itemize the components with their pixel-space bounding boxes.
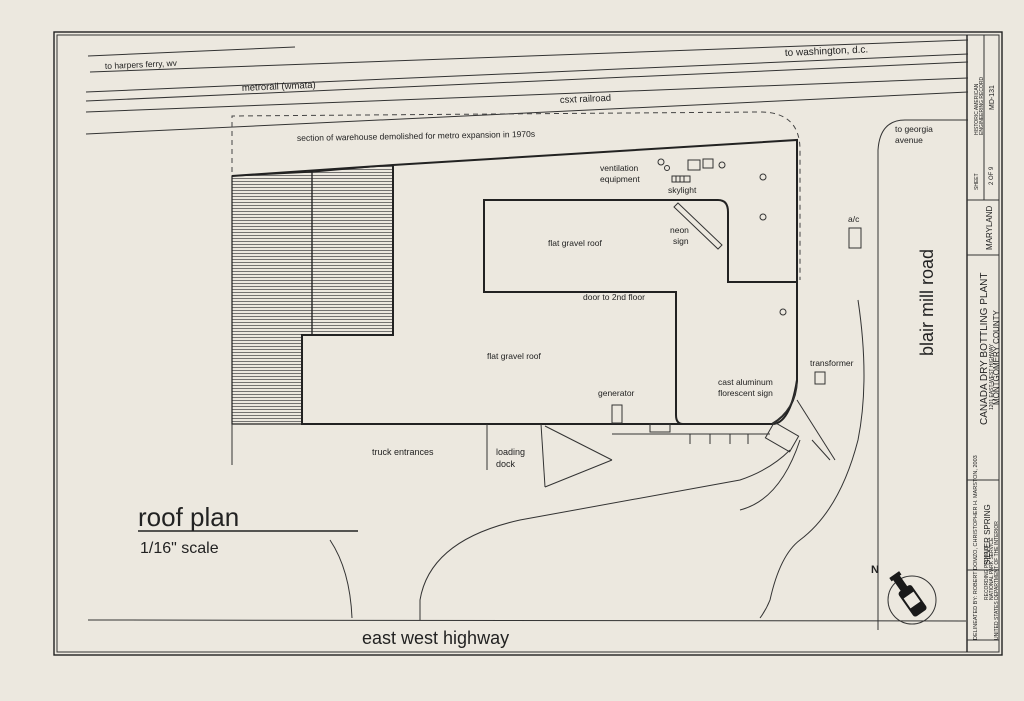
tb-project: CANADA DRY BOTTLING PLANT xyxy=(979,273,990,425)
label-csxt: csxt railroad xyxy=(560,93,612,106)
tb-city: SILVER SPRING xyxy=(983,504,992,565)
label-avenue: avenue xyxy=(895,135,923,145)
sawtooth-roof-right xyxy=(311,164,394,336)
demolished-warehouse-outline xyxy=(231,111,801,280)
north-arrow: N xyxy=(871,564,937,625)
transformer-unit xyxy=(814,371,826,385)
blair-mill-road-curb xyxy=(877,119,968,630)
tb-survey-1: HISTORIC AMERICAN xyxy=(974,83,980,135)
driveway-curb xyxy=(419,449,791,620)
label-neon: neon xyxy=(670,225,689,235)
label-metrorail: metrorail (wmata) xyxy=(242,80,316,94)
ac-unit xyxy=(848,227,862,249)
neon-sign-shape xyxy=(673,202,723,250)
tb-state: MARYLAND xyxy=(985,205,994,250)
label-demolished: section of warehouse demolished for metr… xyxy=(297,129,535,143)
sawtooth-roof-left xyxy=(231,171,313,425)
drawing-title: roof plan xyxy=(138,502,239,532)
label-ac: a/c xyxy=(848,214,860,224)
label-ventilation: ventilation xyxy=(600,163,639,173)
label-cast-aluminum: cast aluminum xyxy=(718,377,773,387)
tb-county: MONTGOMERY COUNTY xyxy=(992,310,1001,405)
generator-unit xyxy=(611,404,623,424)
tb-survey-2: ENGINEERING RECORD xyxy=(979,77,985,135)
label-harpers-ferry: to harpers ferry, wv xyxy=(105,58,178,71)
label-generator: generator xyxy=(598,388,635,398)
north-letter: N xyxy=(871,564,879,576)
tb-address: 1201 EAST-WEST HIGHWAY xyxy=(989,343,995,410)
label-blair-mill-road: blair mill road xyxy=(917,249,937,356)
west-curb xyxy=(329,539,353,619)
tb-agency-2: NATIONAL PARK SERVICE xyxy=(989,537,995,600)
label-washington: to washington, d.c. xyxy=(785,44,869,59)
label-door: door to 2nd floor xyxy=(583,292,645,302)
loading-area xyxy=(231,399,836,488)
east-west-highway-edge xyxy=(87,619,967,622)
driveway-curb-inner xyxy=(739,439,801,511)
label-florescent-sign: florescent sign xyxy=(718,388,773,398)
blair-mill-road-inner-curb xyxy=(759,299,865,619)
title-block: CANADA DRY BOTTLING PLANT 1201 EAST-WEST… xyxy=(967,35,1001,641)
drawing-scale: 1/16" scale xyxy=(140,540,219,557)
label-flat-gravel-upper: flat gravel roof xyxy=(548,238,602,248)
label-truck-entrances: truck entrances xyxy=(372,447,434,457)
label-equipment: equipment xyxy=(600,174,640,184)
label-transformer: transformer xyxy=(810,358,854,368)
label-sign: sign xyxy=(673,236,689,246)
label-dock: dock xyxy=(496,459,516,469)
inner-border xyxy=(56,34,1000,653)
label-east-west-highway: east west highway xyxy=(362,628,509,648)
roof-equipment xyxy=(657,158,787,316)
outer-border xyxy=(53,31,1003,656)
label-flat-gravel-lower: flat gravel roof xyxy=(487,351,541,361)
label-to-georgia: to georgia xyxy=(895,124,933,134)
label-skylight: skylight xyxy=(668,185,697,195)
upper-roof-block xyxy=(483,199,798,425)
tb-sheet: 2 OF 9 xyxy=(989,166,995,185)
tb-record-no: MD-131 xyxy=(989,85,996,110)
rail-lines xyxy=(85,39,969,135)
tb-agency-3: UNITED STATES DEPARTMENT OF THE INTERIOR xyxy=(994,521,1000,640)
label-loading: loading xyxy=(496,447,525,457)
tb-agency-1: RECORDING PROJECT xyxy=(984,545,990,600)
tb-sheet-label: SHEET xyxy=(974,173,980,190)
tb-delineated: DELINEATED BY: ROBERT DOMZO, CHRISTOPHER… xyxy=(973,455,979,640)
corner-sign-arc xyxy=(771,383,798,425)
